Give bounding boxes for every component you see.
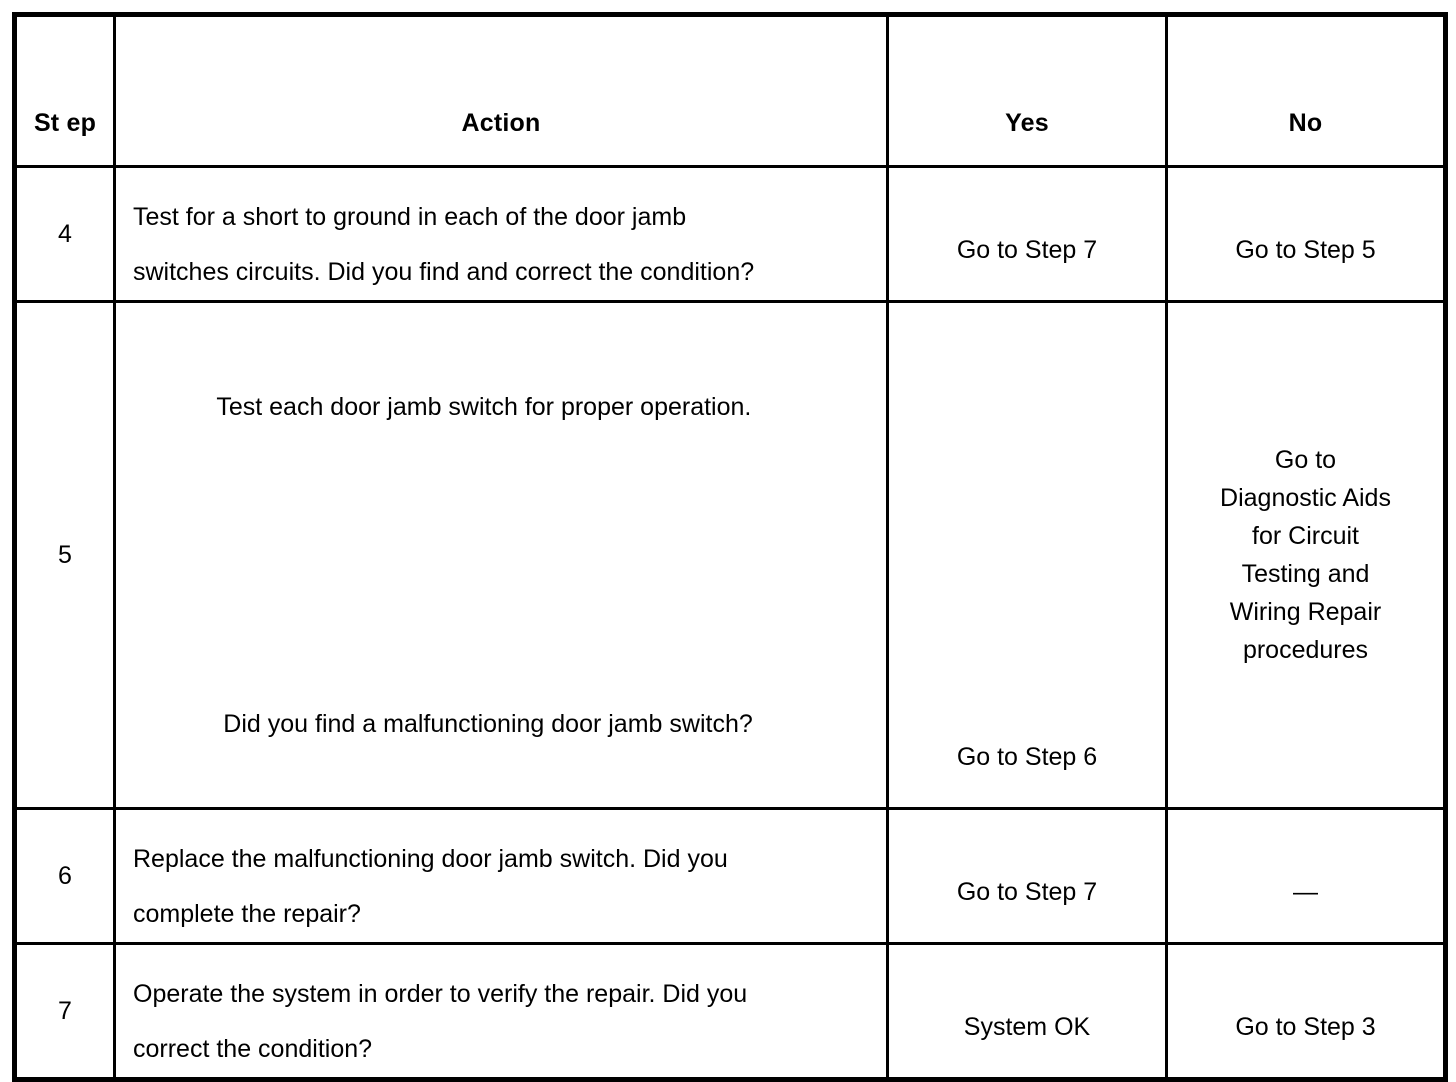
no-text: Go to Step 5 [1235, 236, 1376, 264]
table-row: 6 Replace the malfunctioning door jamb s… [13, 807, 1447, 945]
header-spacer: St ep [17, 17, 113, 165]
yes-text: System OK [963, 1013, 1091, 1041]
action-cell: Test for a short to ground in each of th… [113, 165, 889, 303]
no-cell: Go to Step 5 [1165, 165, 1447, 303]
step-number-cell: 7 [13, 942, 116, 1081]
no-text: Go to Step 3 [1235, 1013, 1376, 1041]
column-header-yes-label: Yes [1005, 109, 1049, 137]
action-cell: Test each door jamb switch for proper op… [113, 300, 889, 810]
action-text: Test for a short to ground in each of th… [133, 203, 755, 286]
no-cell: — [1165, 807, 1447, 945]
yes-cell: System OK [886, 942, 1168, 1081]
yes-cell: Go to Step 7 [886, 165, 1168, 303]
column-header-yes: Yes [886, 13, 1168, 168]
action-text-line-2: Did you find a malfunctioning door jamb … [216, 710, 753, 738]
column-header-action-label: Action [461, 109, 541, 137]
action-text: Test each door jamb switch for proper op… [116, 303, 886, 807]
column-header-step-label: St ep [33, 109, 97, 137]
no-text: Go to Diagnostic Aids for Circuit Testin… [1220, 446, 1391, 664]
table-row: 5 Test each door jamb switch for proper … [13, 300, 1447, 810]
step-number-cell: 4 [13, 165, 116, 303]
table-body: 4 Test for a short to ground in each of … [13, 165, 1447, 1081]
yes-text: Go to Step 6 [956, 743, 1098, 771]
action-text: Replace the malfunctioning door jamb swi… [133, 845, 728, 928]
diagnostic-step-table: St ep Action Yes No 4 Test for a sho [12, 12, 1448, 1082]
step-number-cell: 5 [13, 300, 116, 810]
column-header-no: No [1165, 13, 1447, 168]
no-text: — [1293, 878, 1318, 906]
no-cell: Go to Diagnostic Aids for Circuit Testin… [1165, 300, 1447, 810]
action-vertical-gap [133, 490, 872, 642]
yes-text: Go to Step 7 [956, 236, 1098, 264]
action-cell: Operate the system in order to verify th… [113, 942, 889, 1081]
table-row: 4 Test for a short to ground in each of … [13, 165, 1447, 303]
column-header-action: Action [113, 13, 889, 168]
table-header: St ep Action Yes No [13, 13, 1447, 168]
column-header-no-label: No [1288, 109, 1323, 137]
diagnostic-table-page: St ep Action Yes No 4 Test for a sho [12, 12, 1448, 1082]
step-number-cell: 6 [13, 807, 116, 945]
yes-cell: Go to Step 6 [886, 300, 1168, 810]
action-text: Operate the system in order to verify th… [133, 980, 748, 1063]
table-row: 7 Operate the system in order to verify … [13, 942, 1447, 1081]
action-text-line-1: Test each door jamb switch for proper op… [216, 393, 752, 421]
yes-text: Go to Step 7 [956, 878, 1098, 906]
action-cell: Replace the malfunctioning door jamb swi… [113, 807, 889, 945]
no-cell: Go to Step 3 [1165, 942, 1447, 1081]
column-header-step: St ep [13, 13, 116, 168]
yes-cell: Go to Step 7 [886, 807, 1168, 945]
header-row: St ep Action Yes No [13, 13, 1447, 168]
